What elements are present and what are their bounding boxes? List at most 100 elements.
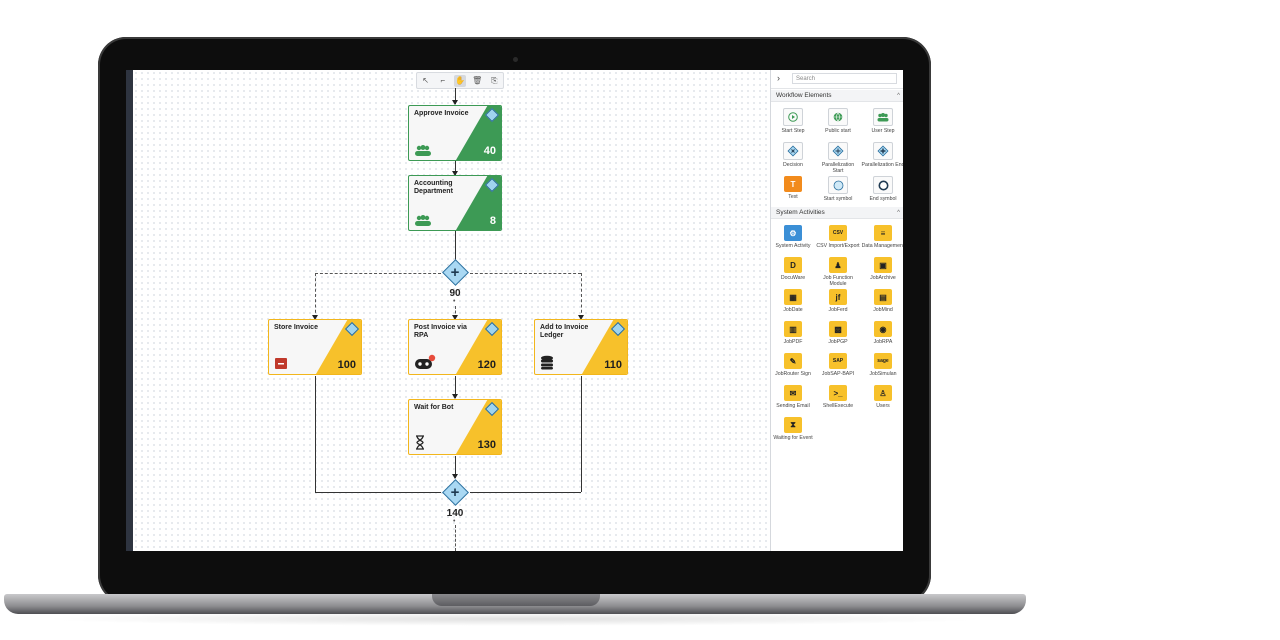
card-number: 8 — [489, 215, 496, 227]
activity-sending-email[interactable]: ✉ Sending Email — [771, 385, 815, 409]
activity-jobarchive[interactable]: ▣JobArchive — [861, 257, 903, 281]
robot-icon — [415, 354, 436, 369]
dashed-connector — [315, 273, 316, 318]
dashed-connector — [470, 273, 581, 274]
activity-jobpdf[interactable]: ▥JobPDF — [771, 321, 815, 345]
activity-jobrpa[interactable]: ◉JobRPA — [861, 321, 903, 345]
chevron-up-icon: ^ — [897, 210, 900, 216]
activity-jobmind[interactable]: ▤JobMind — [861, 289, 903, 313]
canvas-toolbar: ↖ ⌐ ✋ 🗑 ⎘ — [416, 72, 504, 89]
card-title: Store Invoice — [274, 324, 318, 331]
step-card-wait-for-bot[interactable]: Wait for Bot 130 — [408, 399, 502, 455]
activity-job-function-module[interactable]: ♟Job Function Module — [816, 257, 860, 287]
collapse-chevron-icon[interactable]: › — [777, 73, 780, 83]
system-activities-header[interactable]: System Activities ^ — [771, 207, 903, 219]
activity-system-activity[interactable]: ⚙System Activity — [771, 225, 815, 249]
laptop-shadow — [40, 612, 990, 626]
data-management-icon: ≡ — [874, 225, 892, 241]
pan-tool-icon[interactable]: ✋ — [453, 74, 466, 87]
export-tool-icon[interactable]: ⎘ — [491, 75, 498, 85]
element-start-step[interactable]: Start Step — [771, 108, 815, 134]
users-icon: ♙ — [874, 385, 892, 401]
step-card-approve-invoice[interactable]: Approve Invoice 40 — [408, 105, 502, 161]
activity-jobrouter-sign[interactable]: ✎JobRouter Sign — [771, 353, 815, 377]
arrow-icon — [578, 315, 584, 320]
activity-users[interactable]: ♙ Users — [861, 385, 903, 409]
delete-tool-icon[interactable]: 🗑 — [472, 75, 483, 85]
gateway-label: 90 — [449, 288, 461, 299]
connector — [455, 161, 456, 176]
activity-label: JobPGP — [828, 339, 848, 345]
activity-jobpgp[interactable]: ▩JobPGP — [816, 321, 860, 345]
activity-label: Job Function Module — [823, 275, 853, 288]
element-decision[interactable]: Decision — [771, 142, 815, 168]
element-text[interactable]: T Text — [771, 176, 815, 200]
activity-jobsap-bapi[interactable]: SAP JobSAP-BAPI — [816, 353, 860, 377]
element-label: Start Step — [781, 128, 805, 134]
activity-label: JobMind — [873, 307, 893, 313]
activity-jobdate[interactable]: ▦JobDate — [771, 289, 815, 313]
card-number: 120 — [477, 359, 496, 371]
archive-icon — [275, 358, 287, 369]
end-circle-icon — [873, 176, 893, 194]
csv-import-export-icon: CSV — [829, 225, 847, 241]
element-parallelization-end[interactable]: Parallelization End — [861, 142, 903, 168]
element-label: End symbol — [869, 196, 897, 202]
activity-label: Waiting for Event — [773, 435, 813, 441]
connector — [455, 456, 456, 478]
workflow-canvas[interactable]: ↖ ⌐ ✋ 🗑 ⎘ Approve Invoice — [133, 70, 770, 551]
step-card-post-invoice-rpa[interactable]: Post Invoice via RPA 120 — [408, 319, 502, 375]
activity-label: ShellExecute — [822, 403, 854, 409]
step-card-add-to-ledger[interactable]: Add to Invoice Ledger 110 — [534, 319, 628, 375]
step-card-accounting-department[interactable]: Accounting Department 8 — [408, 175, 502, 231]
activity-label: Sending Email — [776, 403, 810, 409]
step-card-store-invoice[interactable]: Store Invoice 100 — [268, 319, 362, 375]
select-tool-icon[interactable]: ↖ — [422, 75, 429, 85]
text-icon: T — [784, 176, 802, 192]
arrow-icon — [452, 171, 458, 176]
element-end-symbol[interactable]: End symbol — [861, 176, 903, 202]
workflow-elements-header[interactable]: Workflow Elements ^ — [771, 90, 903, 102]
element-label: Decision — [783, 162, 803, 168]
parallel-start-icon — [828, 142, 848, 160]
activity-label: JobPDF — [783, 339, 803, 345]
card-title: Accounting Department — [414, 180, 453, 195]
element-label: Text — [788, 194, 798, 200]
left-sidebar-strip — [126, 70, 133, 551]
section-title: System Activities — [776, 209, 825, 216]
dashed-connector — [315, 273, 441, 274]
plus-icon: + — [450, 484, 460, 501]
hourglass-icon — [416, 435, 424, 450]
jobsap-bapi-icon: SAP — [829, 353, 847, 369]
gateway-label: 140 — [446, 508, 464, 519]
activity-label: JobSAP-BAPI — [821, 371, 855, 377]
activity-data-management[interactable]: ≡Data Management — [861, 225, 903, 249]
arrow-icon — [312, 315, 318, 320]
connect-tool-icon[interactable]: ⌐ — [440, 75, 446, 85]
jobarchive-icon: ▣ — [874, 257, 892, 273]
element-public-start[interactable]: Public start — [816, 108, 860, 134]
laptop-notch — [432, 594, 600, 606]
activity-waiting-for-event[interactable]: ⧗Waiting for Event — [771, 417, 815, 441]
activity-shellexecute[interactable]: >_ShellExecute — [816, 385, 860, 409]
element-parallelization-start[interactable]: Parallelization Start — [816, 142, 860, 174]
element-user-step[interactable]: User Step — [861, 108, 903, 134]
element-label: User Step — [871, 128, 895, 134]
element-start-symbol[interactable]: Start symbol — [816, 176, 860, 202]
arrow-icon — [452, 315, 458, 320]
search-input[interactable]: Search — [792, 73, 897, 84]
chevron-up-icon: ^ — [897, 93, 900, 99]
globe-icon — [828, 108, 848, 126]
dashed-connector — [581, 273, 582, 318]
activity-label: Users — [876, 403, 890, 409]
activity-label: JobRouter Sign — [775, 371, 811, 377]
jobsimulan-icon: sage — [874, 353, 892, 369]
activity-label: JobFerd — [828, 307, 848, 313]
system-activity-icon: ⚙ — [784, 225, 802, 241]
sending-email-icon: ✉ — [784, 385, 802, 401]
